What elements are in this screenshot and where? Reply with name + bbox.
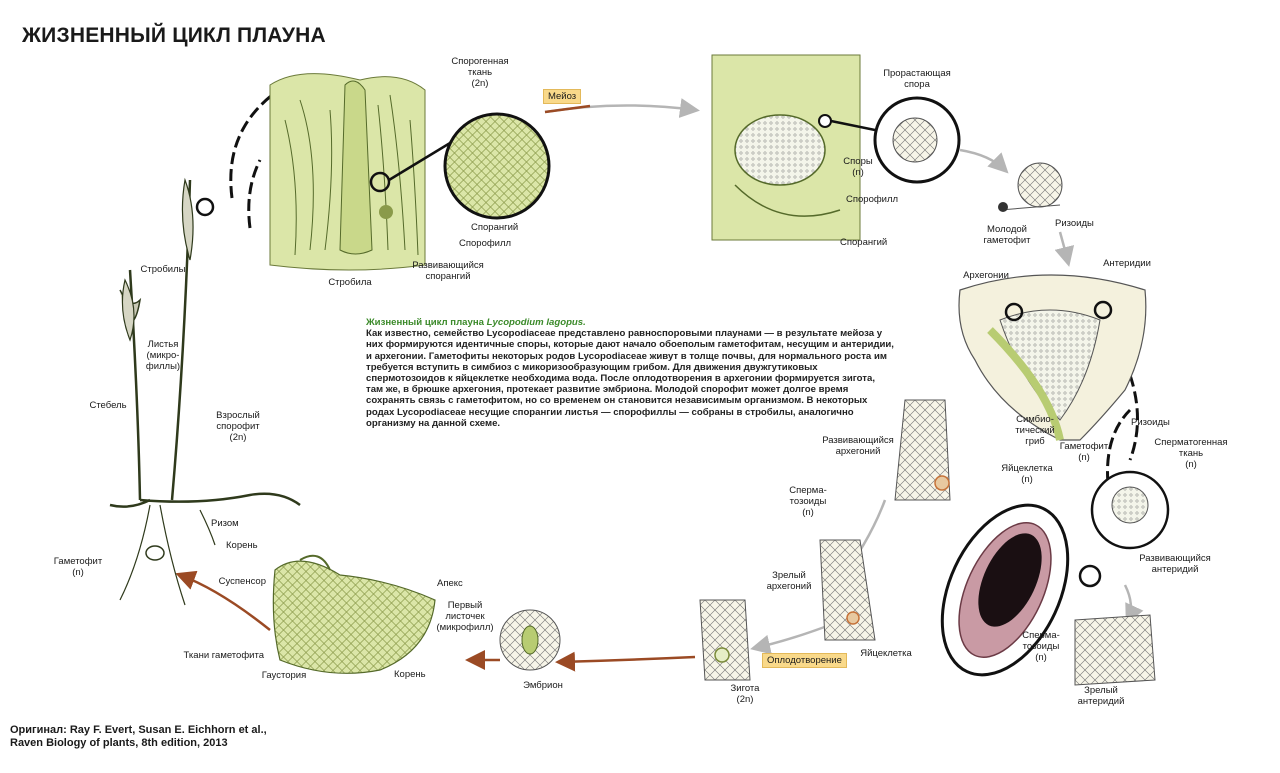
label-spermatogenous-tissue: Сперматогенная ткань (n) [1154,437,1228,470]
label-developing-antheridium: Развивающийся антеридий [1139,553,1211,575]
description-heading: Жизненный цикл плауна Lycopodium lagopus… [366,317,586,328]
meiosis-tag: Мейоз [543,89,582,104]
antheridium-developing [1078,470,1170,588]
label-sporogenous-tissue: Спорогенная ткань (2n) [451,56,509,89]
antheridium-mature [1074,614,1156,686]
label-first-leaf: Первый листочек (микрофилл) [436,600,494,633]
label-haustorium: Гаустория [261,670,307,681]
label-antheridia: Антеридии [1103,258,1151,269]
sporogenous-zoom [388,112,551,220]
label-sporangium-2: Спорангий [840,237,888,248]
description-heading-prefix: Жизненный цикл плауна [366,317,487,328]
label-symbiotic-fungus: Симбио- тический гриб [1015,414,1055,447]
label-stem: Стебель [89,400,127,411]
description-block: Жизненный цикл плауна Lycopodium lagopus… [366,317,894,429]
label-sporophyll-1: Спорофилл [459,238,512,249]
arrow-spore-to-gametophyte [959,148,1009,174]
label-suspensor: Суспенсор [218,576,266,587]
label-mature-archegonium: Зрелый архегоний [766,570,812,592]
archegonium-developing [894,399,951,501]
label-sperm-1: Сперма- тозоиды (n) [789,485,827,518]
label-strobili: Стробилы [140,264,186,275]
sporangium-spores [711,54,961,241]
zygote-structure [699,599,751,681]
label-rhizoids-1: Ризоиды [1055,218,1094,229]
label-sperm-2: Сперма- тозоиды (n) [1022,630,1060,663]
archegonium-mature [819,539,876,641]
fungus-zoom [940,503,1070,677]
arrow-fertilization [750,623,831,655]
description-body: Как известно, семейство Lycopodiaceae пр… [366,328,894,429]
embryo-structure [499,609,561,671]
label-adult-sporophyte: Взрослый спорофит (2n) [216,410,260,443]
cycle-arrows [175,98,1144,672]
label-zygote: Зигота (2n) [730,683,760,705]
arrow-meiosis-start [544,104,591,114]
label-developing-archegonium: Развивающийся архегоний [822,435,894,457]
label-sporophyll-2: Спорофилл [846,194,899,205]
adult-sporophyte [109,177,301,606]
label-apex: Апекс [437,578,463,589]
young-sporophyte [272,554,436,674]
label-germinating-spore: Прорастающая спора [883,68,951,90]
young-gametophyte [998,162,1063,212]
strobilus-section [269,73,426,271]
source-line-1: Оригинал: Ray F. Evert, Susan E. Eichhor… [10,724,267,736]
source-note: Оригинал: Ray F. Evert, Susan E. Eichhor… [10,724,267,750]
label-root: Корень [226,540,258,551]
arrow-to-mature-gametophyte [1054,231,1075,267]
label-leaves: Листья (микро- филлы) [145,339,181,372]
arrow-antheridium-to-mature [1123,584,1144,625]
label-rhizome: Ризом [211,518,239,529]
mature-gametophyte [958,274,1147,441]
label-archegonia: Архегонии [963,270,1009,281]
label-gametophyte-right: Гаметофит (n) [1059,441,1109,463]
label-rhizoids-2: Ризоиды [1131,417,1170,428]
label-young-gametophyte: Молодой гаметофит [983,224,1031,246]
label-root-embryo: Корень [394,669,426,680]
arrow-young-to-adult [175,570,271,631]
description-species: Lycopodium lagopus. [486,317,586,328]
label-mature-antheridium: Зрелый антеридий [1077,685,1125,707]
label-gametophyte-tissues: Ткани гаметофита [183,650,264,661]
label-sporangium-1: Спорангий [471,222,519,233]
label-egg-2: Яйцеклетка [860,648,912,659]
page-title: ЖИЗНЕННЫЙ ЦИКЛ ПЛАУНА [22,24,326,47]
label-embryo: Эмбрион [523,680,563,691]
label-egg-1: Яйцеклетка (n) [1001,463,1053,485]
label-strobilus: Стробила [328,277,372,288]
label-gametophyte-left: Гаметофит (n) [53,556,103,578]
arrow-zygote-to-embryo [555,651,696,672]
label-developing-sporangium: Развивающийся спорангий [412,260,484,282]
label-spores: Споры (n) [843,156,873,178]
fertilization-tag: Оплодотворение [762,653,847,668]
source-line-2: Raven Biology of plants, 8th edition, 20… [10,737,228,749]
